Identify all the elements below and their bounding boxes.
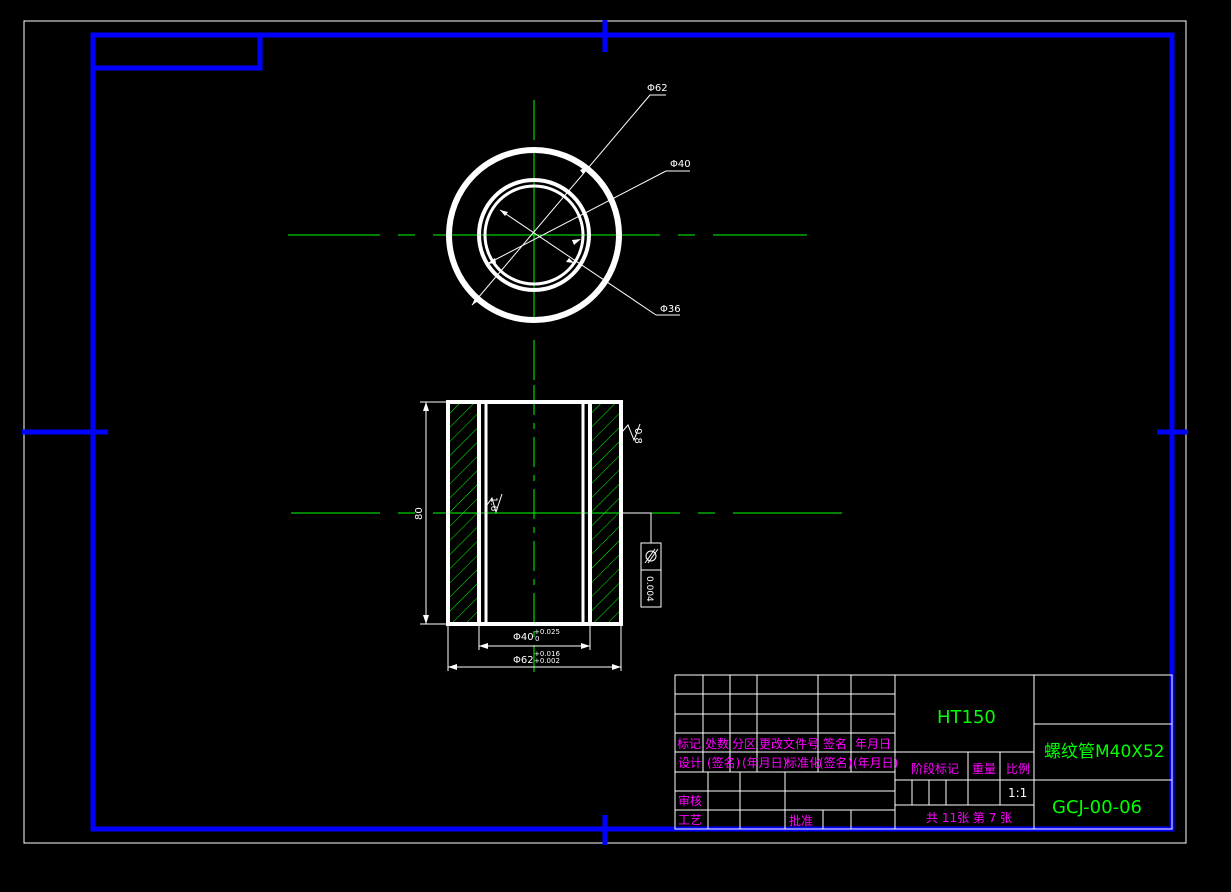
- design-date: (年月日): [742, 756, 787, 770]
- section-view: 80 0.8 1.6 0.004 Φ40: [291, 385, 842, 672]
- weight-label: 重量: [972, 762, 996, 776]
- dim-bore-lower: 0: [535, 635, 539, 643]
- top-view-centerlines: [288, 100, 807, 380]
- dim-bore-base: Φ40: [513, 632, 534, 643]
- circle-40: [477, 178, 591, 292]
- dim-inner-36: Φ36: [660, 304, 681, 315]
- cylindricity-value: 0.004: [644, 576, 654, 602]
- dim-bore: [447, 626, 622, 671]
- review-label: 审核: [678, 793, 702, 808]
- dim-height: [420, 401, 446, 625]
- circle-36: [483, 184, 585, 286]
- top-view: Φ62 Φ40 Φ36: [288, 83, 807, 380]
- design-label: 设计: [678, 756, 702, 770]
- dim-outer-lower: +0.002: [534, 657, 560, 665]
- roughness-inner: [486, 493, 503, 514]
- hatch-right: [592, 404, 619, 622]
- section-outline: [446, 400, 623, 626]
- material-text: HT150: [937, 707, 996, 728]
- header-count: 处数: [705, 736, 729, 751]
- dim-mid-40: Φ40: [670, 159, 691, 170]
- dim-outer-62: Φ62: [647, 83, 668, 94]
- stage-label: 阶段标记: [911, 761, 959, 776]
- process-label: 工艺: [678, 813, 702, 827]
- dim-bore-upper: +0.025: [534, 628, 560, 636]
- dim-outer-base: Φ62: [513, 655, 534, 666]
- outer-circle-62: [446, 147, 622, 323]
- header-mark: 标记: [677, 737, 701, 751]
- scale-value: 1:1: [1008, 786, 1027, 800]
- part-name-text: 螺纹管M40X52: [1044, 742, 1165, 762]
- roughness-outer-value: 0.8: [632, 428, 643, 444]
- header-change-doc: 更改文件号: [759, 736, 819, 751]
- standardize-date: (年月日): [853, 756, 898, 770]
- header-signature: 签名: [823, 736, 847, 751]
- dim-height-80: 80: [414, 507, 425, 520]
- standardize-label: 标准化: [785, 756, 821, 770]
- sheet-info: 共 11张 第 7 张: [926, 811, 1012, 825]
- standardize-signature: (签名): [819, 755, 852, 770]
- design-signature: (签名): [707, 755, 740, 770]
- drawing-frame: [22, 20, 1188, 845]
- roughness-inner-value: 1.6: [488, 497, 498, 512]
- dim-outer-upper: +0.016: [534, 650, 560, 658]
- header-zone: 分区: [732, 737, 756, 751]
- drawing-number-text: GCJ-00-06: [1052, 797, 1142, 818]
- roughness-outer: [621, 423, 641, 442]
- header-date: 年月日: [855, 737, 891, 751]
- scale-label: 比例: [1006, 762, 1030, 776]
- top-view-dimensions: [471, 94, 690, 316]
- hatch-left: [450, 404, 477, 622]
- title-block: HT150 螺纹管M40X52 GCJ-00-06 标记 处数 分区 更改文件号…: [674, 674, 1173, 830]
- cylindricity-callout: [622, 512, 662, 608]
- approve-label: 批准: [789, 813, 813, 828]
